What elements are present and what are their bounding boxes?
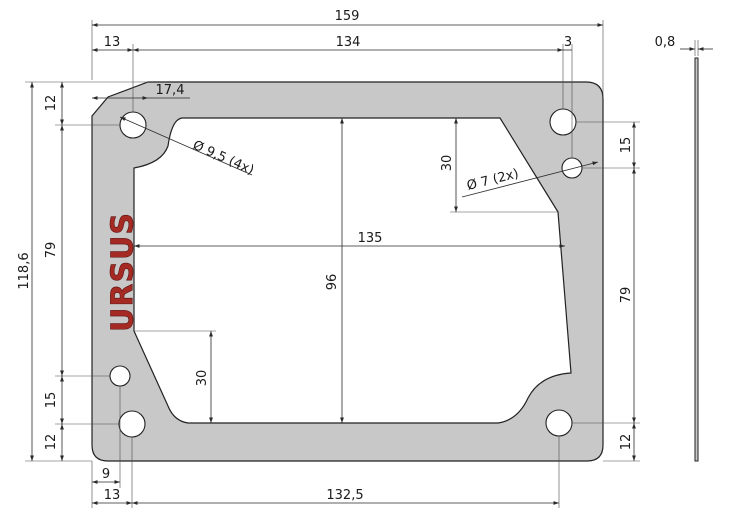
dim-top-hole-offset: 12 bbox=[44, 95, 59, 112]
dim-right-offset-top: 3 bbox=[564, 35, 572, 50]
hole-bottom-right bbox=[545, 409, 573, 437]
dim-left-small-hole: 15 bbox=[44, 392, 59, 409]
dim-bottom-hole-offset-right: 12 bbox=[619, 434, 634, 451]
side-view-thickness bbox=[694, 57, 699, 462]
gasket-outline bbox=[91, 81, 604, 462]
dim-inner-span-top: 134 bbox=[336, 35, 361, 50]
hole-bottom-left bbox=[118, 410, 146, 438]
dim-inner-height: 96 bbox=[325, 274, 340, 291]
hole-small-left bbox=[109, 365, 131, 387]
dim-corner-chamfer: 17,4 bbox=[156, 83, 185, 98]
dim-left-span: 79 bbox=[44, 242, 59, 259]
dim-big-hole-diameter: Ø 9,5 (4x) bbox=[190, 138, 256, 178]
ursus-logo: URSUS bbox=[106, 212, 141, 332]
dim-left-offset-top: 13 bbox=[104, 35, 121, 50]
hole-small-right bbox=[561, 157, 583, 179]
dim-lower-notch: 30 bbox=[195, 370, 210, 387]
dim-bottom-hole-offset-left: 12 bbox=[44, 434, 59, 451]
dim-small-hole-diameter: Ø 7 (2x) bbox=[465, 167, 520, 194]
dim-small-hole-x: 9 bbox=[102, 467, 110, 482]
dim-thickness: 0,8 bbox=[655, 35, 676, 50]
dim-bottom-span: 132,5 bbox=[326, 488, 363, 503]
dim-inner-width: 135 bbox=[358, 231, 383, 246]
dim-overall-width: 159 bbox=[335, 9, 360, 24]
hole-top-left bbox=[119, 111, 147, 139]
dim-overall-height: 118,6 bbox=[17, 252, 32, 289]
dim-right-span: 79 bbox=[619, 287, 634, 304]
dim-right-small-hole: 15 bbox=[619, 137, 634, 154]
dim-upper-notch: 30 bbox=[440, 155, 455, 172]
dim-bottom-left-offset: 13 bbox=[104, 488, 121, 503]
